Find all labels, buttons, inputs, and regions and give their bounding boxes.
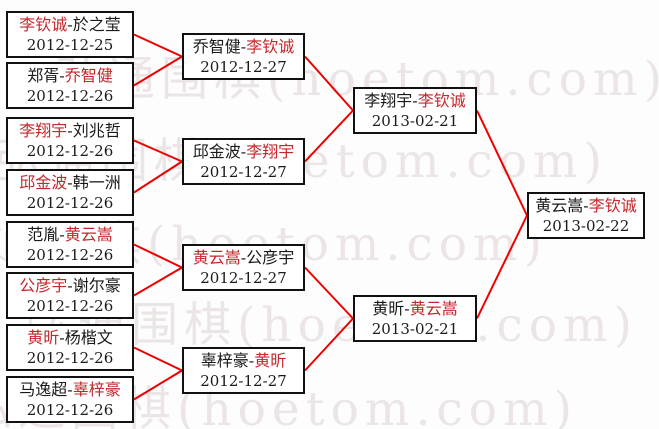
separator: - [67, 380, 73, 399]
separator: - [59, 328, 65, 347]
match-box-r1-5: 范胤-黄云嵩 2012-12-26 [6, 221, 134, 268]
match-box-r2-1: 乔智健-李钦诚 2012-12-27 [182, 33, 305, 80]
match-box-r1-1: 李钦诚-於之莹 2012-12-25 [6, 11, 134, 58]
match-players: 黄昕-黄云嵩 [355, 298, 475, 319]
separator: - [404, 299, 410, 318]
player-name: 马逸超 [19, 380, 68, 399]
player-name: 邱金波 [19, 173, 68, 192]
player-name: 李钦诚 [19, 15, 68, 34]
match-date: 2012-12-27 [200, 269, 287, 287]
match-box-sf-2: 黄昕-黄云嵩 2013-02-21 [353, 295, 477, 342]
match-date: 2012-12-26 [26, 349, 114, 367]
match-box-sf-1: 李翔宇-李钦诚 2013-02-21 [353, 87, 477, 134]
match-date: 2013-02-22 [542, 217, 630, 235]
player-name: 黄云嵩 [535, 196, 584, 215]
player-name: 范胤 [27, 225, 60, 244]
separator: - [59, 66, 65, 85]
match-players: 公彦宇-谢尔豪 [8, 275, 132, 296]
player-name: 李钦诚 [246, 37, 295, 56]
player-name: 乔智健 [192, 37, 241, 56]
player-name: 公彦宇 [246, 248, 295, 267]
match-date: 2013-02-21 [371, 320, 459, 338]
match-date: 2012-12-26 [26, 142, 114, 160]
match-players: 邱金波-韩一洲 [8, 172, 132, 193]
player-name: 李钦诚 [588, 196, 637, 215]
match-date: 2012-12-26 [26, 246, 114, 264]
player-name: 邱金波 [192, 142, 241, 161]
player-name: 黄昕 [27, 328, 60, 347]
match-players: 范胤-黄云嵩 [8, 224, 132, 245]
player-name: 辜梓豪 [200, 351, 249, 370]
match-date: 2012-12-26 [26, 401, 114, 419]
match-box-r2-2: 邱金波-李翔宇 2012-12-27 [182, 138, 305, 185]
player-name: 黄云嵩 [192, 248, 241, 267]
player-name: 郑胥 [27, 66, 60, 85]
player-name: 黄昕 [372, 299, 405, 318]
match-date: 2012-12-26 [26, 194, 114, 212]
player-name: 黄昕 [254, 351, 287, 370]
match-box-r1-3: 李翔宇-刘兆哲 2012-12-26 [6, 117, 134, 164]
separator: - [412, 91, 418, 110]
match-date: 2012-12-27 [200, 58, 287, 76]
player-name: 李钦诚 [417, 91, 466, 110]
match-box-r1-8: 马逸超-辜梓豪 2012-12-26 [6, 376, 134, 423]
separator: - [67, 121, 73, 140]
separator: - [240, 142, 247, 161]
separator: - [67, 173, 73, 192]
match-players: 乔智健-李钦诚 [184, 36, 303, 57]
match-box-r2-4: 辜梓豪-黄昕 2012-12-27 [182, 347, 305, 394]
match-date: 2012-12-26 [26, 87, 114, 105]
player-name: 公彦宇 [19, 276, 68, 295]
match-players: 辜梓豪-黄昕 [184, 350, 303, 371]
player-name: 韩一洲 [72, 173, 121, 192]
separator: - [583, 196, 589, 215]
match-box-r1-4: 邱金波-韩一洲 2012-12-26 [6, 169, 134, 216]
player-name: 辜梓豪 [72, 380, 121, 399]
match-box-r1-6: 公彦宇-谢尔豪 2012-12-26 [6, 272, 134, 319]
player-name: 黄云嵩 [64, 225, 113, 244]
match-date: 2012-12-26 [26, 297, 114, 315]
match-date: 2012-12-25 [26, 36, 114, 54]
match-players: 黄云嵩-李钦诚 [529, 195, 643, 216]
player-name: 於之莹 [72, 15, 121, 34]
separator: - [67, 276, 73, 295]
player-name: 刘兆哲 [72, 121, 121, 140]
separator: - [248, 351, 255, 370]
player-name: 李翔宇 [364, 91, 413, 110]
player-name: 黄云嵩 [409, 299, 458, 318]
match-box-final: 黄云嵩-李钦诚 2013-02-22 [527, 192, 645, 239]
match-players: 李翔宇-刘兆哲 [8, 120, 132, 141]
match-box-r2-3: 黄云嵩-公彦宇 2012-12-27 [182, 244, 305, 291]
player-name: 谢尔豪 [72, 276, 121, 295]
player-name: 乔智健 [64, 66, 113, 85]
player-name: 李翔宇 [19, 121, 68, 140]
player-name: 李翔宇 [246, 142, 295, 161]
match-players: 李翔宇-李钦诚 [355, 90, 475, 111]
player-name: 杨楷文 [64, 328, 113, 347]
match-players: 黄云嵩-公彦宇 [184, 247, 303, 268]
match-players: 李钦诚-於之莹 [8, 14, 132, 35]
separator: - [59, 225, 65, 244]
match-players: 邱金波-李翔宇 [184, 141, 303, 162]
match-date: 2012-12-27 [200, 163, 287, 181]
match-players: 马逸超-辜梓豪 [8, 379, 132, 400]
match-box-r1-7: 黄昕-杨楷文 2012-12-26 [6, 324, 134, 371]
separator: - [240, 248, 247, 267]
separator: - [240, 37, 247, 56]
match-players: 郑胥-乔智健 [8, 65, 132, 86]
match-players: 黄昕-杨楷文 [8, 327, 132, 348]
match-date: 2012-12-27 [200, 372, 287, 390]
separator: - [67, 15, 73, 34]
match-date: 2013-02-21 [371, 112, 459, 130]
match-box-r1-2: 郑胥-乔智健 2012-12-26 [6, 62, 134, 109]
